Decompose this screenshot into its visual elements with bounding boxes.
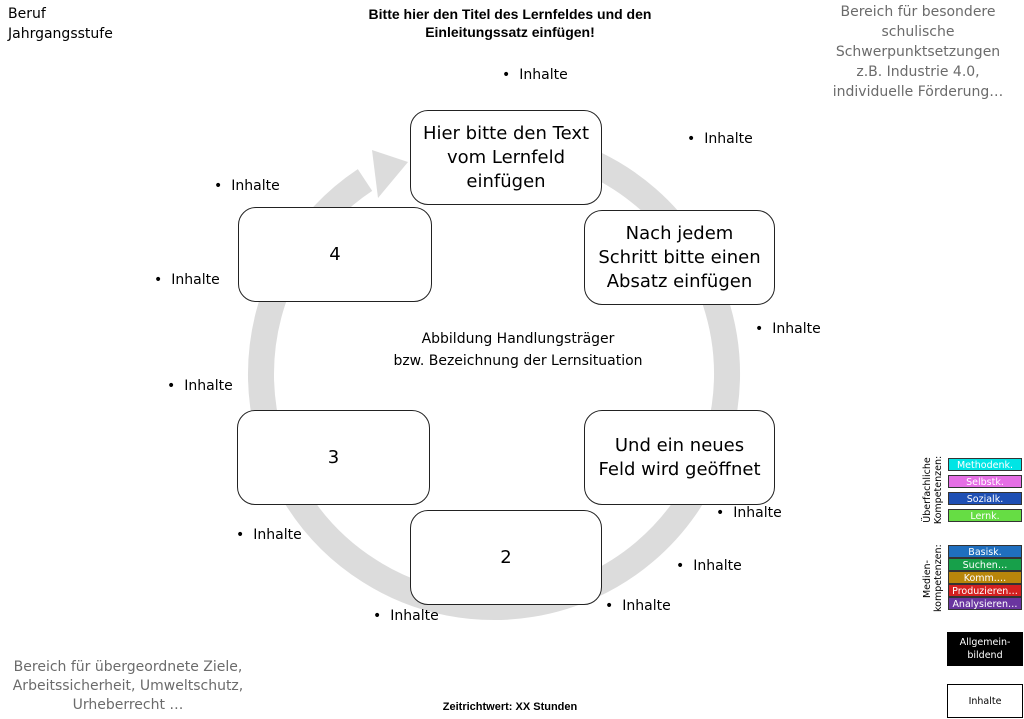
overarching-goals-area: Bereich für übergeordnete Ziele, Arbeits… <box>8 658 248 715</box>
legend-item-selbstk: Selbstk. <box>948 475 1022 488</box>
box-text-line: 2 <box>500 546 512 568</box>
box-text-line: Nach jedem <box>625 222 734 244</box>
goals-line: Arbeitssicherheit, Umweltschutz, <box>12 678 244 694</box>
legend-item-suchen: Suchen… <box>948 558 1022 571</box>
time-estimate: Zeitrichtwert: XX Stunden <box>442 701 578 713</box>
goals-line: Bereich für übergeordnete Ziele, <box>13 659 243 675</box>
content-bullet: Inhalte <box>687 131 752 147</box>
content-bullet: Inhalte <box>373 608 438 624</box>
special-focus-area: Bereich für besondere schulische Schwerp… <box>830 2 1006 102</box>
cycle-box-step-4: 4 <box>238 207 432 302</box>
caption-line: Abbildung Handlungsträger <box>421 331 615 347</box>
legend-item-analysieren: Analysieren… <box>948 597 1022 610</box>
legend-item-sozialk: Sozialk. <box>948 492 1022 505</box>
goals-line: Urheberrecht … <box>72 697 184 713</box>
box-text-line: 4 <box>329 243 341 265</box>
legend-item-basisk: Basisk. <box>948 545 1022 558</box>
content-bullet: Inhalte <box>716 505 781 521</box>
legend-item-lernk: Lernk. <box>948 509 1022 522</box>
title-line: Einleitungssatz einfügen! <box>425 24 595 40</box>
legend-group-label-line: Überfachliche <box>922 457 933 523</box>
legend-item-methodenk: Methodenk. <box>948 458 1022 471</box>
content-bullet: Inhalte <box>605 598 670 614</box>
box-text-line: Und ein neues <box>614 434 745 456</box>
general-label-line: Allgemein- <box>959 637 1011 648</box>
focus-line: individuelle Förderung… <box>832 84 1004 100</box>
grade-label: Jahrgangsstufe <box>8 26 113 42</box>
content-bullet: Inhalte <box>676 558 741 574</box>
focus-line: Schwerpunktsetzungen <box>835 44 1001 60</box>
legend-content: Inhalte <box>947 684 1023 718</box>
title-line: Bitte hier den Titel des Lernfeldes und … <box>368 6 652 22</box>
legend-item-produzieren: Produzieren… <box>948 584 1022 597</box>
center-caption: Abbildung Handlungsträger bzw. Bezeichnu… <box>380 328 656 372</box>
general-label-line: bildend <box>967 650 1003 661</box>
legend-group-label-line: Kompetenzen: <box>933 455 944 525</box>
legend-group-label-line: Medien- <box>922 560 933 599</box>
cycle-box-step-1: Nach jedem Schritt bitte einen Absatz ei… <box>584 210 775 305</box>
content-bullet: Inhalte <box>214 178 279 194</box>
box-text-line: Absatz einfügen <box>606 270 753 292</box>
cycle-box-main: Hier bitte den Text vom Lernfeld einfüge… <box>410 110 602 205</box>
content-bullet: Inhalte <box>236 527 301 543</box>
focus-line: z.B. Industrie 4.0, <box>856 64 980 80</box>
cycle-box-step-2: 2 <box>410 510 602 605</box>
focus-line: schulische <box>881 24 955 40</box>
cycle-box-step-3: 3 <box>237 410 430 505</box>
profession-label: Beruf <box>8 6 46 22</box>
legend-general-education: Allgemein- bildend <box>947 632 1023 666</box>
legend-group-label-line: kompetenzen: <box>933 544 944 612</box>
box-text-line: 3 <box>327 446 340 468</box>
box-text-line: vom Lernfeld <box>446 146 566 168</box>
top-left-info: Beruf Jahrgangsstufe <box>8 4 113 44</box>
focus-line: Bereich für besondere <box>840 4 996 20</box>
box-text-line: Feld wird geöffnet <box>598 458 761 480</box>
caption-line: bzw. Bezeichnung der Lernsituation <box>393 353 643 369</box>
box-text-line: Hier bitte den Text <box>422 122 590 144</box>
box-text-line: Schritt bitte einen <box>598 246 761 268</box>
cycle-arrowhead <box>372 150 408 198</box>
box-text-line: einfügen <box>466 170 546 192</box>
page-title: Bitte hier den Titel des Lernfeldes und … <box>330 5 690 41</box>
content-bullet: Inhalte <box>154 272 219 288</box>
content-bullet: Inhalte <box>502 67 567 83</box>
legend-group-label-media-competencies: Medien- kompetenzen: <box>922 544 944 612</box>
content-bullet: Inhalte <box>755 321 820 337</box>
content-bullet: Inhalte <box>167 378 232 394</box>
legend-group-label-cross-competencies: Überfachliche Kompetenzen: <box>922 455 944 525</box>
legend-item-komm: Komm.… <box>948 571 1022 584</box>
cycle-box-step-new: Und ein neues Feld wird geöffnet <box>584 410 775 505</box>
